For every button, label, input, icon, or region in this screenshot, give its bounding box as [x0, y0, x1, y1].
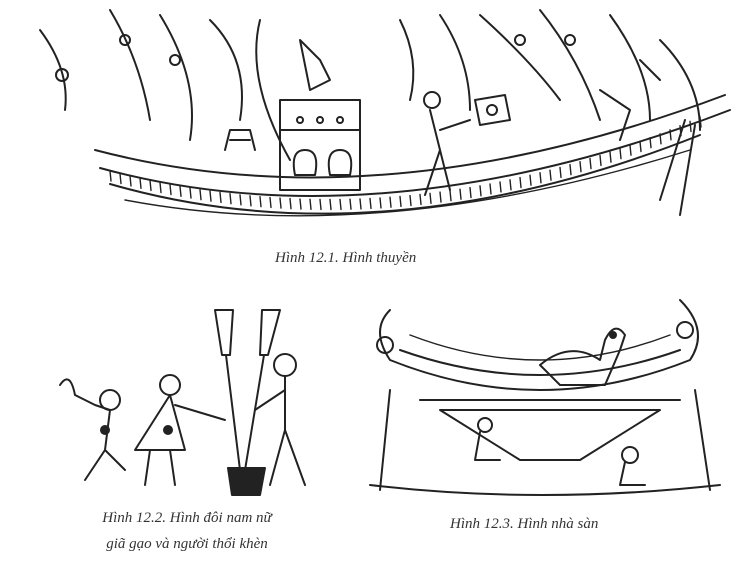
warrior-figures [224, 39, 661, 196]
hull-tick [119, 172, 122, 185]
hull-tick [669, 129, 672, 141]
hull-tick [139, 177, 142, 189]
hull-tick [359, 198, 362, 210]
hull-tick [199, 188, 202, 201]
hull-tick [169, 183, 172, 196]
hull-tick [159, 181, 162, 194]
stilt-house-drawing [369, 299, 721, 496]
hull-tick [689, 120, 692, 133]
hull-tick [129, 175, 132, 187]
hull-tick [409, 194, 412, 207]
hull-tick [649, 137, 652, 149]
figure-12-1-caption: Hình 12.1. Hình thuyền [275, 250, 417, 266]
hull-tick [419, 193, 422, 206]
hull-tick [639, 140, 642, 153]
hull-tick [439, 191, 442, 203]
hull-tick [209, 190, 212, 202]
pestles [214, 309, 281, 471]
hull-tick [549, 169, 552, 181]
hull-tick [459, 188, 462, 200]
hull-tick [429, 192, 432, 205]
hull-tick [469, 186, 472, 199]
hull-tick [189, 187, 192, 199]
hull-tick [629, 144, 632, 156]
hull-tick [179, 185, 182, 198]
hull-tick [389, 196, 392, 208]
hull-tick [559, 166, 562, 179]
hull-tick [309, 198, 312, 211]
hull-tick [109, 170, 112, 182]
rice-pounding-drawing [59, 309, 306, 496]
hull-tick [499, 181, 502, 193]
oar-shapes [39, 9, 701, 216]
man-pounding [254, 353, 306, 486]
hull-tick [149, 179, 152, 192]
hull-tick [319, 198, 322, 211]
hull-tick [299, 198, 302, 210]
seated-figures [474, 417, 646, 486]
hull-tick [289, 197, 292, 210]
hull-tick [239, 194, 242, 206]
cabin [279, 99, 361, 191]
hull-tick [589, 157, 592, 170]
hull-tick [599, 154, 602, 167]
house-frame [369, 389, 721, 496]
figure-12-2-caption-line1: Hình 12.2. Hình đôi nam nữ [102, 510, 272, 526]
hull-tick [249, 195, 252, 207]
hull-tick [219, 191, 222, 204]
bird [539, 327, 626, 386]
hull-tick [619, 148, 622, 160]
hull-tick [539, 172, 542, 184]
hull-tick [349, 198, 352, 210]
hull-tick [259, 196, 262, 208]
hull-tick [449, 189, 452, 202]
hull-tick [579, 160, 582, 173]
hull-tick [269, 196, 272, 209]
roof [376, 299, 699, 391]
hull-tick [339, 198, 342, 211]
hull-tick [569, 163, 572, 176]
hull-tick [329, 198, 332, 211]
mortar [227, 467, 266, 496]
hull-tick [479, 185, 482, 197]
hull-tick [489, 183, 492, 195]
hull-tick [229, 193, 232, 205]
boat-drawing [39, 9, 731, 217]
hull-tick [379, 197, 382, 209]
hull-tick [609, 151, 612, 163]
figure-12-2-caption-line2: giã gạo và người thổi khèn [106, 536, 268, 552]
hull-tick [529, 174, 532, 186]
khen-player [59, 378, 126, 481]
woman-pounding [134, 374, 226, 486]
figure-12-3-caption: Hình 12.3. Hình nhà sàn [450, 516, 599, 532]
boat-hull [94, 94, 731, 217]
hull-tick [659, 133, 662, 145]
hull-tick [369, 197, 372, 210]
hull-tick [279, 197, 282, 209]
hull-tick [519, 176, 522, 189]
hull-tick [399, 195, 402, 208]
hull-tick [509, 179, 512, 191]
